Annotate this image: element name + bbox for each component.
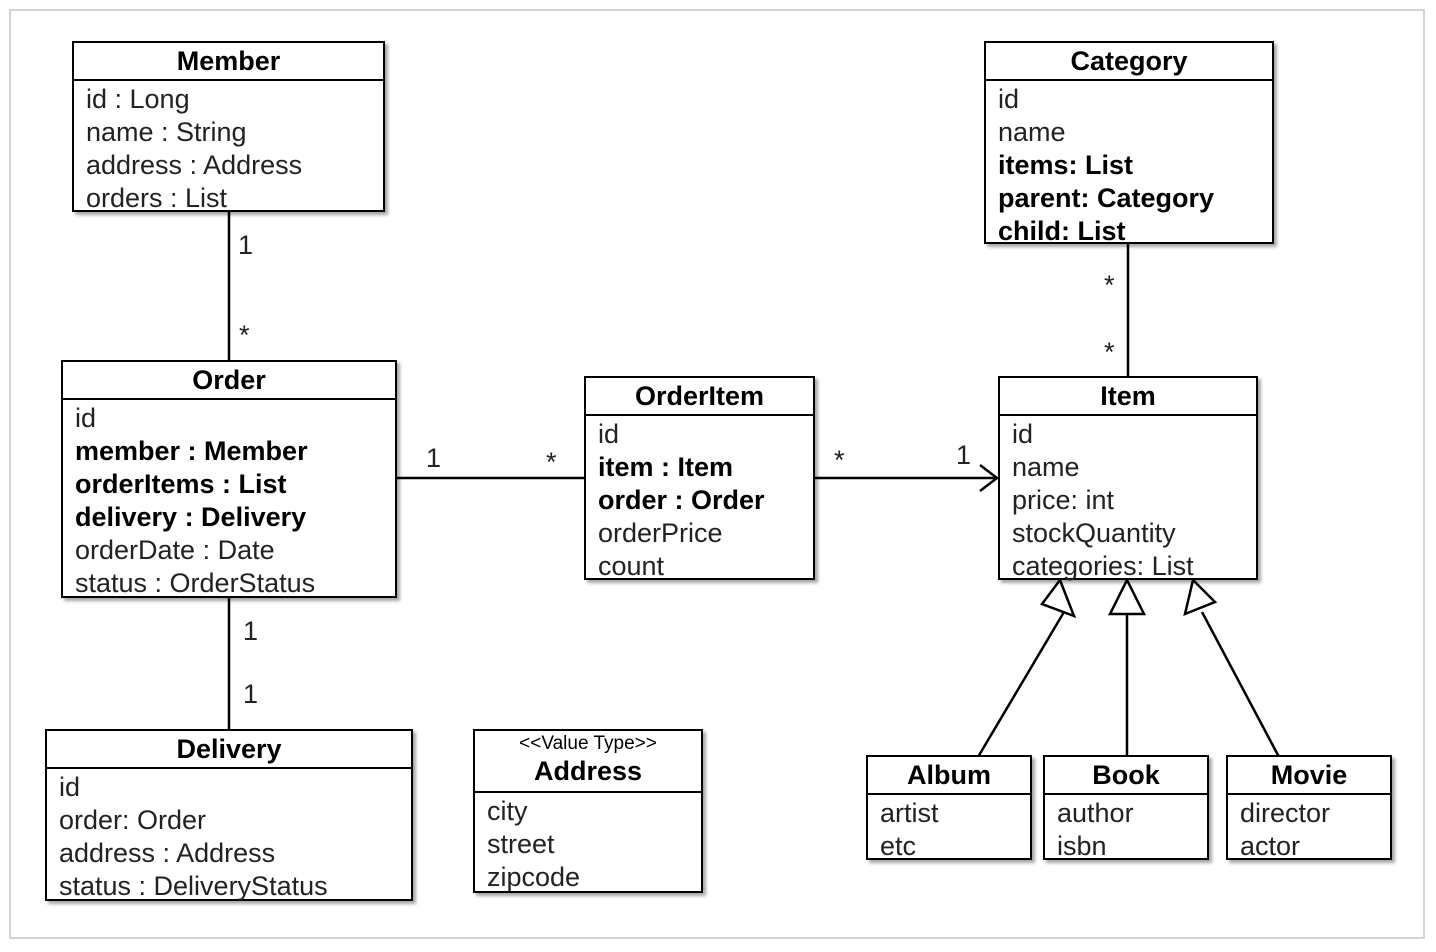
class-attribute: order: Order xyxy=(59,805,207,835)
class-title: Category xyxy=(986,43,1272,81)
class-attribute: actor xyxy=(1240,831,1301,861)
class-title: Movie xyxy=(1228,757,1390,795)
class-attribute: parent: Category xyxy=(998,183,1215,213)
class-attribute: director xyxy=(1240,798,1331,828)
class-attribute: stockQuantity xyxy=(1012,518,1176,548)
class-attribute: orderDate : Date xyxy=(75,535,275,565)
class-attribute: status : DeliveryStatus xyxy=(59,871,328,901)
class-title: <<Value Type>> Address xyxy=(475,731,701,793)
class-attribute: name xyxy=(998,117,1066,147)
multiplicity-label: * xyxy=(546,447,557,477)
class-title: Member xyxy=(74,43,383,81)
class-attribute: id xyxy=(998,84,1020,114)
class-attribute: zipcode xyxy=(487,862,581,892)
class-title: Delivery xyxy=(47,731,411,769)
class-attribute: city xyxy=(487,796,528,826)
class-attribute: name : String xyxy=(86,117,247,147)
multiplicity-label: * xyxy=(834,445,845,475)
multiplicity-label: 1 xyxy=(956,440,972,470)
multiplicity-label: 1 xyxy=(243,616,259,646)
generalization-triangle-book xyxy=(1107,577,1147,616)
multiplicity-label: 1 xyxy=(426,443,442,473)
class-attribute: isbn xyxy=(1057,831,1107,861)
class-title: OrderItem xyxy=(586,378,813,416)
class-attribute: items: List xyxy=(998,150,1134,180)
generalization-triangle-album xyxy=(1039,577,1077,619)
stereotype-label: <<Value Type>> xyxy=(519,733,657,754)
diagram-frame xyxy=(9,9,1425,939)
arrowhead-open xyxy=(979,464,1000,492)
generalization-triangle-movie xyxy=(1183,577,1218,617)
class-name: Address xyxy=(533,756,643,786)
class-attribute: orders : List xyxy=(86,183,228,213)
multiplicity-label: * xyxy=(1104,270,1115,300)
class-attribute: etc xyxy=(880,831,917,861)
class-attribute: order : Order xyxy=(598,485,765,515)
class-attribute: item : Item xyxy=(598,452,734,482)
class-attribute: categories: List xyxy=(1012,551,1194,581)
class-attribute: artist xyxy=(880,798,939,828)
class-attribute: address : Address xyxy=(86,150,303,180)
multiplicity-label: * xyxy=(239,320,250,350)
class-attribute: name xyxy=(1012,452,1080,482)
multiplicity-label: * xyxy=(1104,337,1115,367)
class-attribute: delivery : Delivery xyxy=(75,502,307,532)
class-attribute: price: int xyxy=(1012,485,1115,515)
class-attribute: count xyxy=(598,551,665,581)
class-attribute: author xyxy=(1057,798,1134,828)
multiplicity-label: 1 xyxy=(243,679,259,709)
class-attribute: status : OrderStatus xyxy=(75,568,316,598)
class-attribute: address : Address xyxy=(59,838,276,868)
class-attribute: id xyxy=(598,419,620,449)
class-title: Order xyxy=(63,362,395,400)
class-attribute: id xyxy=(75,403,97,433)
multiplicity-label: 1 xyxy=(238,230,254,260)
class-title: Album xyxy=(868,757,1030,795)
class-title: Item xyxy=(1000,378,1256,416)
class-attribute: id xyxy=(1012,419,1034,449)
generalization-movie-item xyxy=(1200,611,1281,758)
class-attribute: id : Long xyxy=(86,84,190,114)
class-attribute: street xyxy=(487,829,555,859)
generalization-album-item xyxy=(976,611,1066,758)
class-attribute: member : Member xyxy=(75,436,308,466)
class-attribute: id xyxy=(59,772,81,802)
class-title: Book xyxy=(1045,757,1207,795)
class-attribute: orderItems : List xyxy=(75,469,287,499)
class-attribute: child: List xyxy=(998,216,1126,246)
class-attribute: orderPrice xyxy=(598,518,723,548)
